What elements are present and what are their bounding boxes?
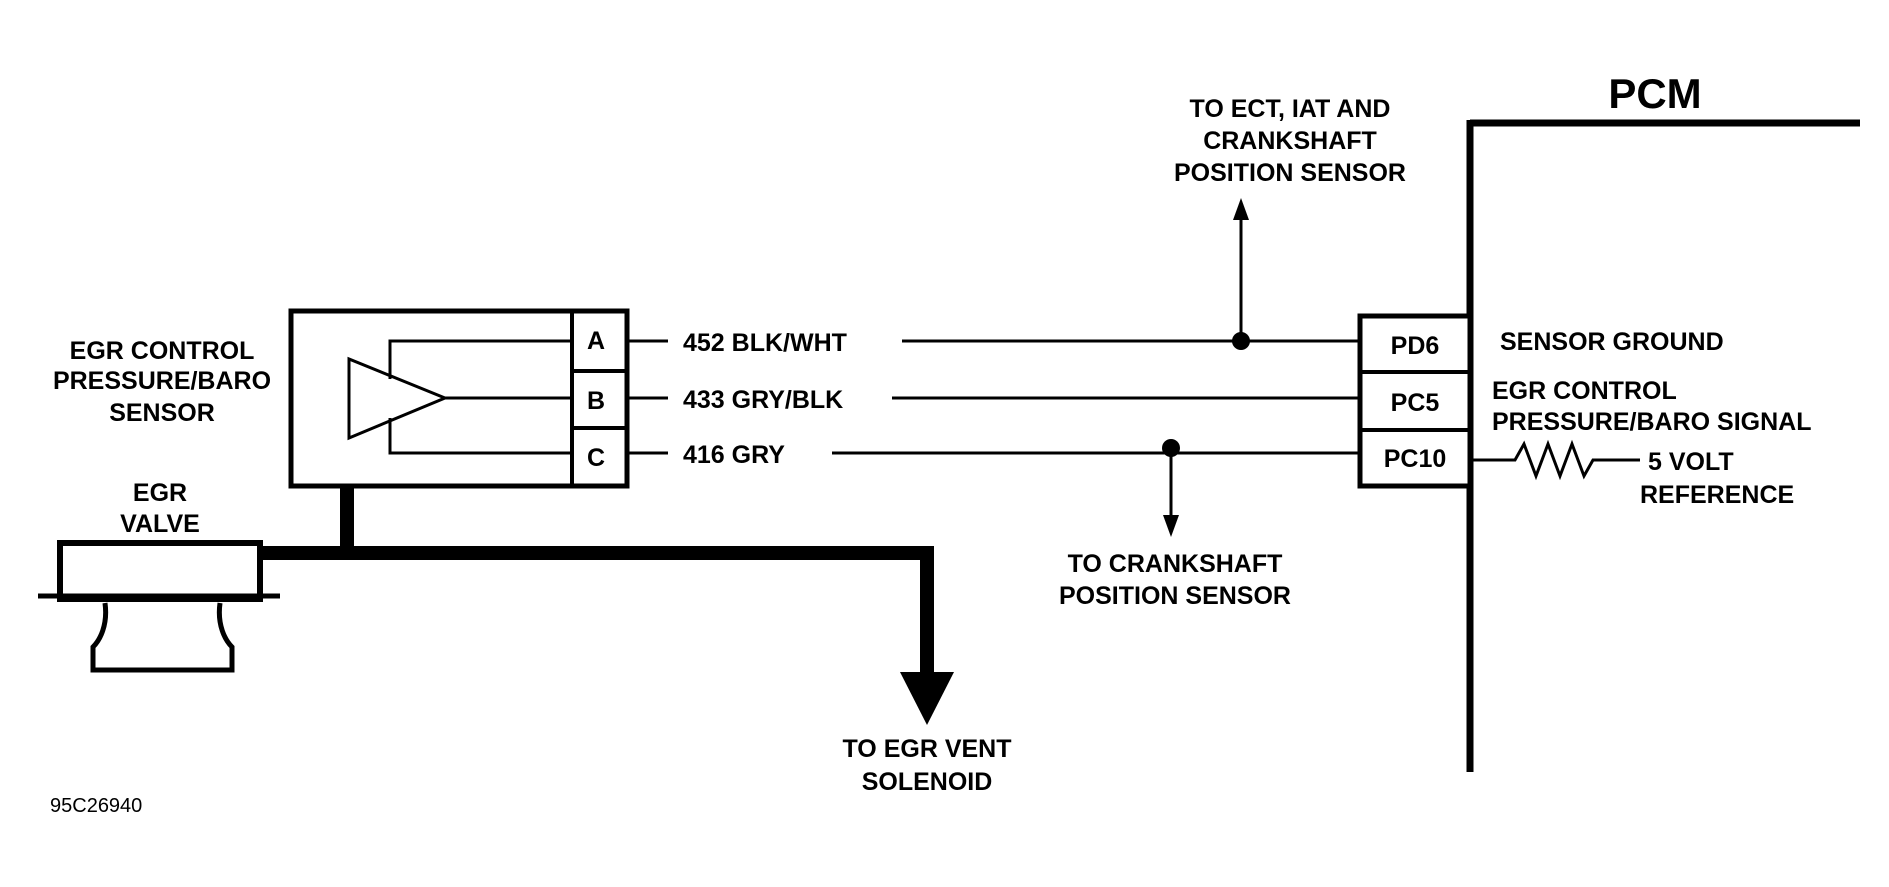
pcm-title: PCM: [1608, 70, 1701, 117]
up-label-line-2: CRANKSHAFT: [1203, 127, 1377, 155]
terminal-pc5: PC5: [1391, 389, 1440, 417]
resistor-icon: [1470, 439, 1640, 481]
valve-label-line-2: VALVE: [120, 510, 200, 538]
egr-valve: EGR VALVE: [38, 479, 280, 673]
wire-a: 452 BLK/WHT: [627, 198, 1360, 357]
vent-hose: [260, 546, 934, 680]
up-arrow-icon: [1233, 198, 1249, 220]
wire-b: 433 GRY/BLK: [627, 386, 1360, 414]
up-label-line-1: TO ECT, IAT AND: [1190, 95, 1391, 123]
wire-c: 416 GRY: [627, 439, 1360, 537]
function-signal-line-1: EGR CONTROL: [1492, 377, 1677, 405]
valve-label-line-1: EGR: [133, 479, 187, 507]
function-signal-line-2: PRESSURE/BARO SIGNAL: [1492, 408, 1811, 436]
valve-body: [57, 540, 263, 602]
vent-arrow-icon: [900, 672, 954, 725]
wire-b-circuit: 433 GRY/BLK: [683, 386, 843, 414]
egr-pressure-baro-sensor: A B C EGR CONTROL PRESSURE/BARO SENSOR: [53, 308, 630, 489]
terminal-pc10: PC10: [1384, 445, 1447, 473]
sensor-label-line-3: SENSOR: [109, 399, 215, 427]
vacuum-hose: TO EGR VENT SOLENOID: [260, 486, 1012, 796]
amplifier-symbol: [347, 356, 449, 441]
pcm-connector: PD6 PC5 PC10: [1357, 313, 1473, 489]
pin-b-label: B: [587, 387, 605, 415]
sensor-label-line-1: EGR CONTROL: [70, 337, 255, 365]
pcm-module: PCM: [1466, 70, 1860, 772]
sensor-label-line-2: PRESSURE/BARO: [53, 367, 271, 395]
down-label-line-2: POSITION SENSOR: [1059, 582, 1291, 610]
valve-base: [90, 602, 235, 673]
amp-lead-c: [388, 418, 572, 455]
figure-id: 95C26940: [50, 795, 142, 817]
terminal-pd6: PD6: [1391, 332, 1440, 360]
function-sensor-ground: SENSOR GROUND: [1500, 328, 1724, 356]
down-arrow-icon: [1163, 515, 1179, 537]
function-ref-line-1: 5 VOLT: [1648, 448, 1734, 476]
vent-label-line-2: SOLENOID: [862, 768, 993, 796]
pin-a-label: A: [587, 327, 605, 355]
function-ref-line-2: REFERENCE: [1640, 481, 1794, 509]
up-label-line-3: POSITION SENSOR: [1174, 159, 1406, 187]
wire-a-circuit: 452 BLK/WHT: [683, 329, 847, 357]
terminal-block: [1357, 313, 1473, 489]
pin-c-label: C: [587, 444, 605, 472]
amp-lead-a: [388, 339, 572, 379]
vent-label-line-1: TO EGR VENT: [842, 735, 1011, 763]
wire-c-circuit: 416 GRY: [683, 441, 785, 469]
down-label-line-1: TO CRANKSHAFT: [1068, 550, 1283, 578]
